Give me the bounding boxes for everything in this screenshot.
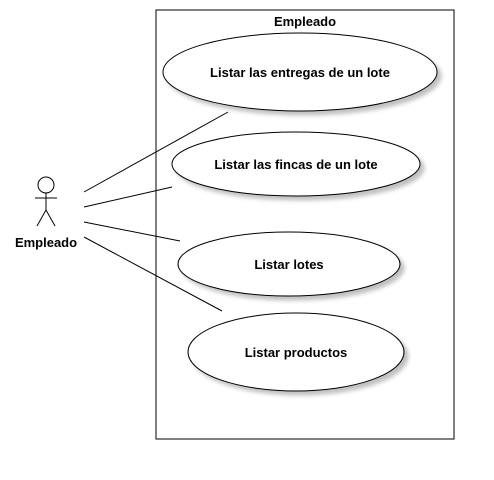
actor-icon (35, 176, 57, 227)
use-case-entregas: Listar las entregas de un lote (162, 32, 438, 112)
use-case-label: Listar lotes (254, 257, 323, 272)
use-case-label: Listar las fincas de un lote (214, 157, 377, 172)
use-case-fincas: Listar las fincas de un lote (171, 131, 421, 197)
use-case-productos: Listar productos (187, 312, 405, 392)
system-title: Empleado (274, 14, 336, 29)
association-line-productos (83, 236, 223, 312)
use-case-label: Listar productos (245, 345, 348, 360)
association-line-fincas (83, 186, 173, 208)
use-case-label: Listar las entregas de un lote (210, 65, 390, 80)
association-line-entregas (83, 111, 229, 193)
use-case-lotes: Listar lotes (177, 231, 401, 297)
association-line-lotes (83, 221, 181, 242)
actor-name: Empleado (15, 235, 77, 250)
